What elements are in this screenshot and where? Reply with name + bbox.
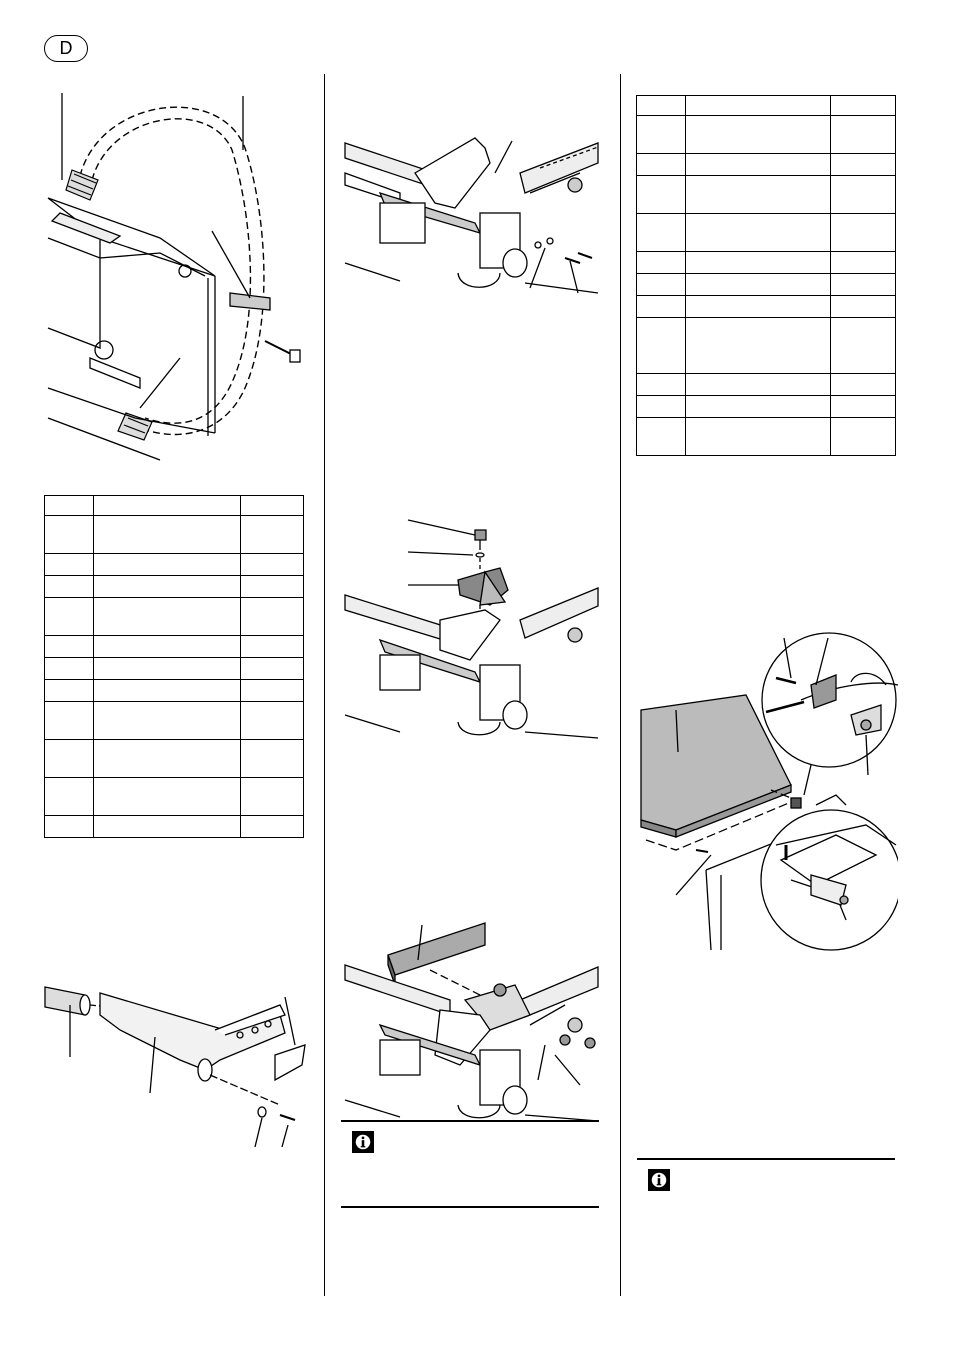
table-row (44, 635, 304, 658)
illustration-arm-mounted (344, 137, 599, 294)
table-row (636, 213, 896, 252)
table-row (44, 777, 304, 816)
table-row (636, 175, 896, 214)
table-row (44, 657, 304, 680)
table-row (44, 575, 304, 598)
table-row (636, 373, 896, 396)
table-row (44, 515, 304, 554)
table-row (636, 153, 896, 176)
info-icon (648, 1169, 670, 1191)
table-row (44, 495, 304, 516)
table-row (636, 295, 896, 318)
column-divider-left (324, 74, 325, 1296)
table-row (636, 273, 896, 296)
note-top-rule (341, 1120, 599, 1122)
illustration-extraction-hose (47, 93, 301, 461)
table-row (44, 597, 304, 636)
table-row (44, 815, 304, 838)
parts-table-right (636, 95, 896, 456)
illustration-guard-mounting (344, 519, 599, 739)
table-row (636, 395, 896, 418)
parts-table-left (44, 495, 304, 838)
table-row (44, 553, 304, 576)
table-row (636, 417, 896, 456)
table-row (636, 115, 896, 154)
note-top-rule (637, 1158, 895, 1160)
info-note-right (637, 1158, 895, 1218)
table-row (44, 679, 304, 702)
info-note-middle (341, 1120, 599, 1210)
table-row (44, 739, 304, 778)
table-row (636, 317, 896, 374)
table-row (636, 251, 896, 274)
language-badge: D (44, 35, 88, 62)
illustration-arm-assembly (44, 986, 306, 1148)
note-bottom-rule (341, 1206, 599, 1208)
illustration-table-extension (640, 632, 898, 951)
illustration-fence-mounting (344, 922, 599, 1122)
info-icon (352, 1131, 374, 1153)
table-row (636, 95, 896, 116)
column-divider-right (620, 74, 621, 1296)
table-row (44, 701, 304, 740)
